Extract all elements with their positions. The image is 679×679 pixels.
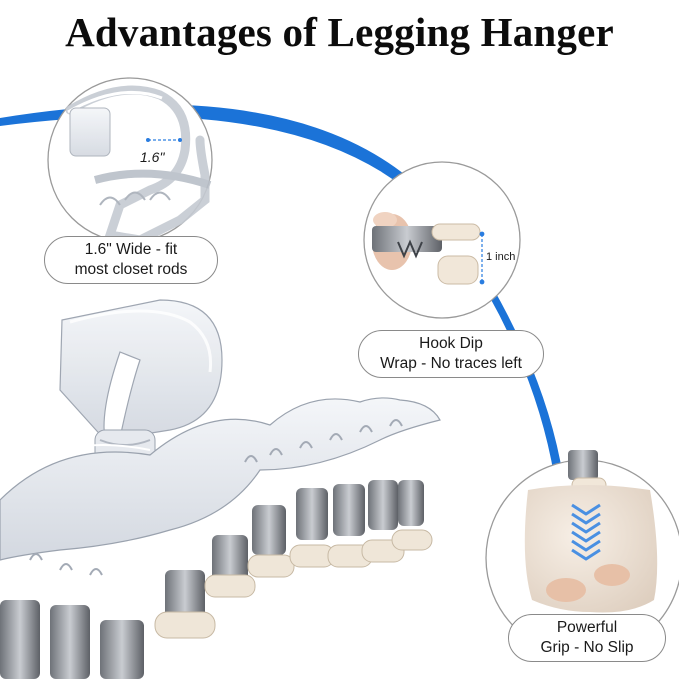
hook-callout: Hook Dip Wrap - No traces left	[358, 330, 544, 378]
grip-callout: Powerful Grip - No Slip	[508, 614, 666, 662]
grip-callout-line1: Powerful	[556, 619, 618, 636]
grip-circle	[485, 450, 679, 657]
grip-callout-line2: Grip - No Slip	[540, 639, 634, 656]
page-title: Advantages of Legging Hanger	[65, 9, 614, 55]
hanger-main-image	[0, 299, 441, 679]
width-callout-line1: 1.6" Wide - fit	[84, 241, 178, 258]
metal-clips	[0, 480, 433, 679]
width-callout: 1.6" Wide - fit most closet rods	[44, 236, 218, 284]
hook-width-circle: 1.6"	[47, 77, 213, 245]
hook-width-measure: 1.6"	[140, 149, 165, 165]
grip-arrows-icon	[571, 503, 601, 561]
hook-dip-measure: 1 inch	[486, 251, 515, 263]
hook-callout-line1: Hook Dip	[419, 335, 483, 352]
width-callout-line2: most closet rods	[74, 261, 188, 278]
hook-dip-circle: 1 inch	[363, 161, 521, 319]
hook-callout-line2: Wrap - No traces left	[380, 355, 522, 372]
